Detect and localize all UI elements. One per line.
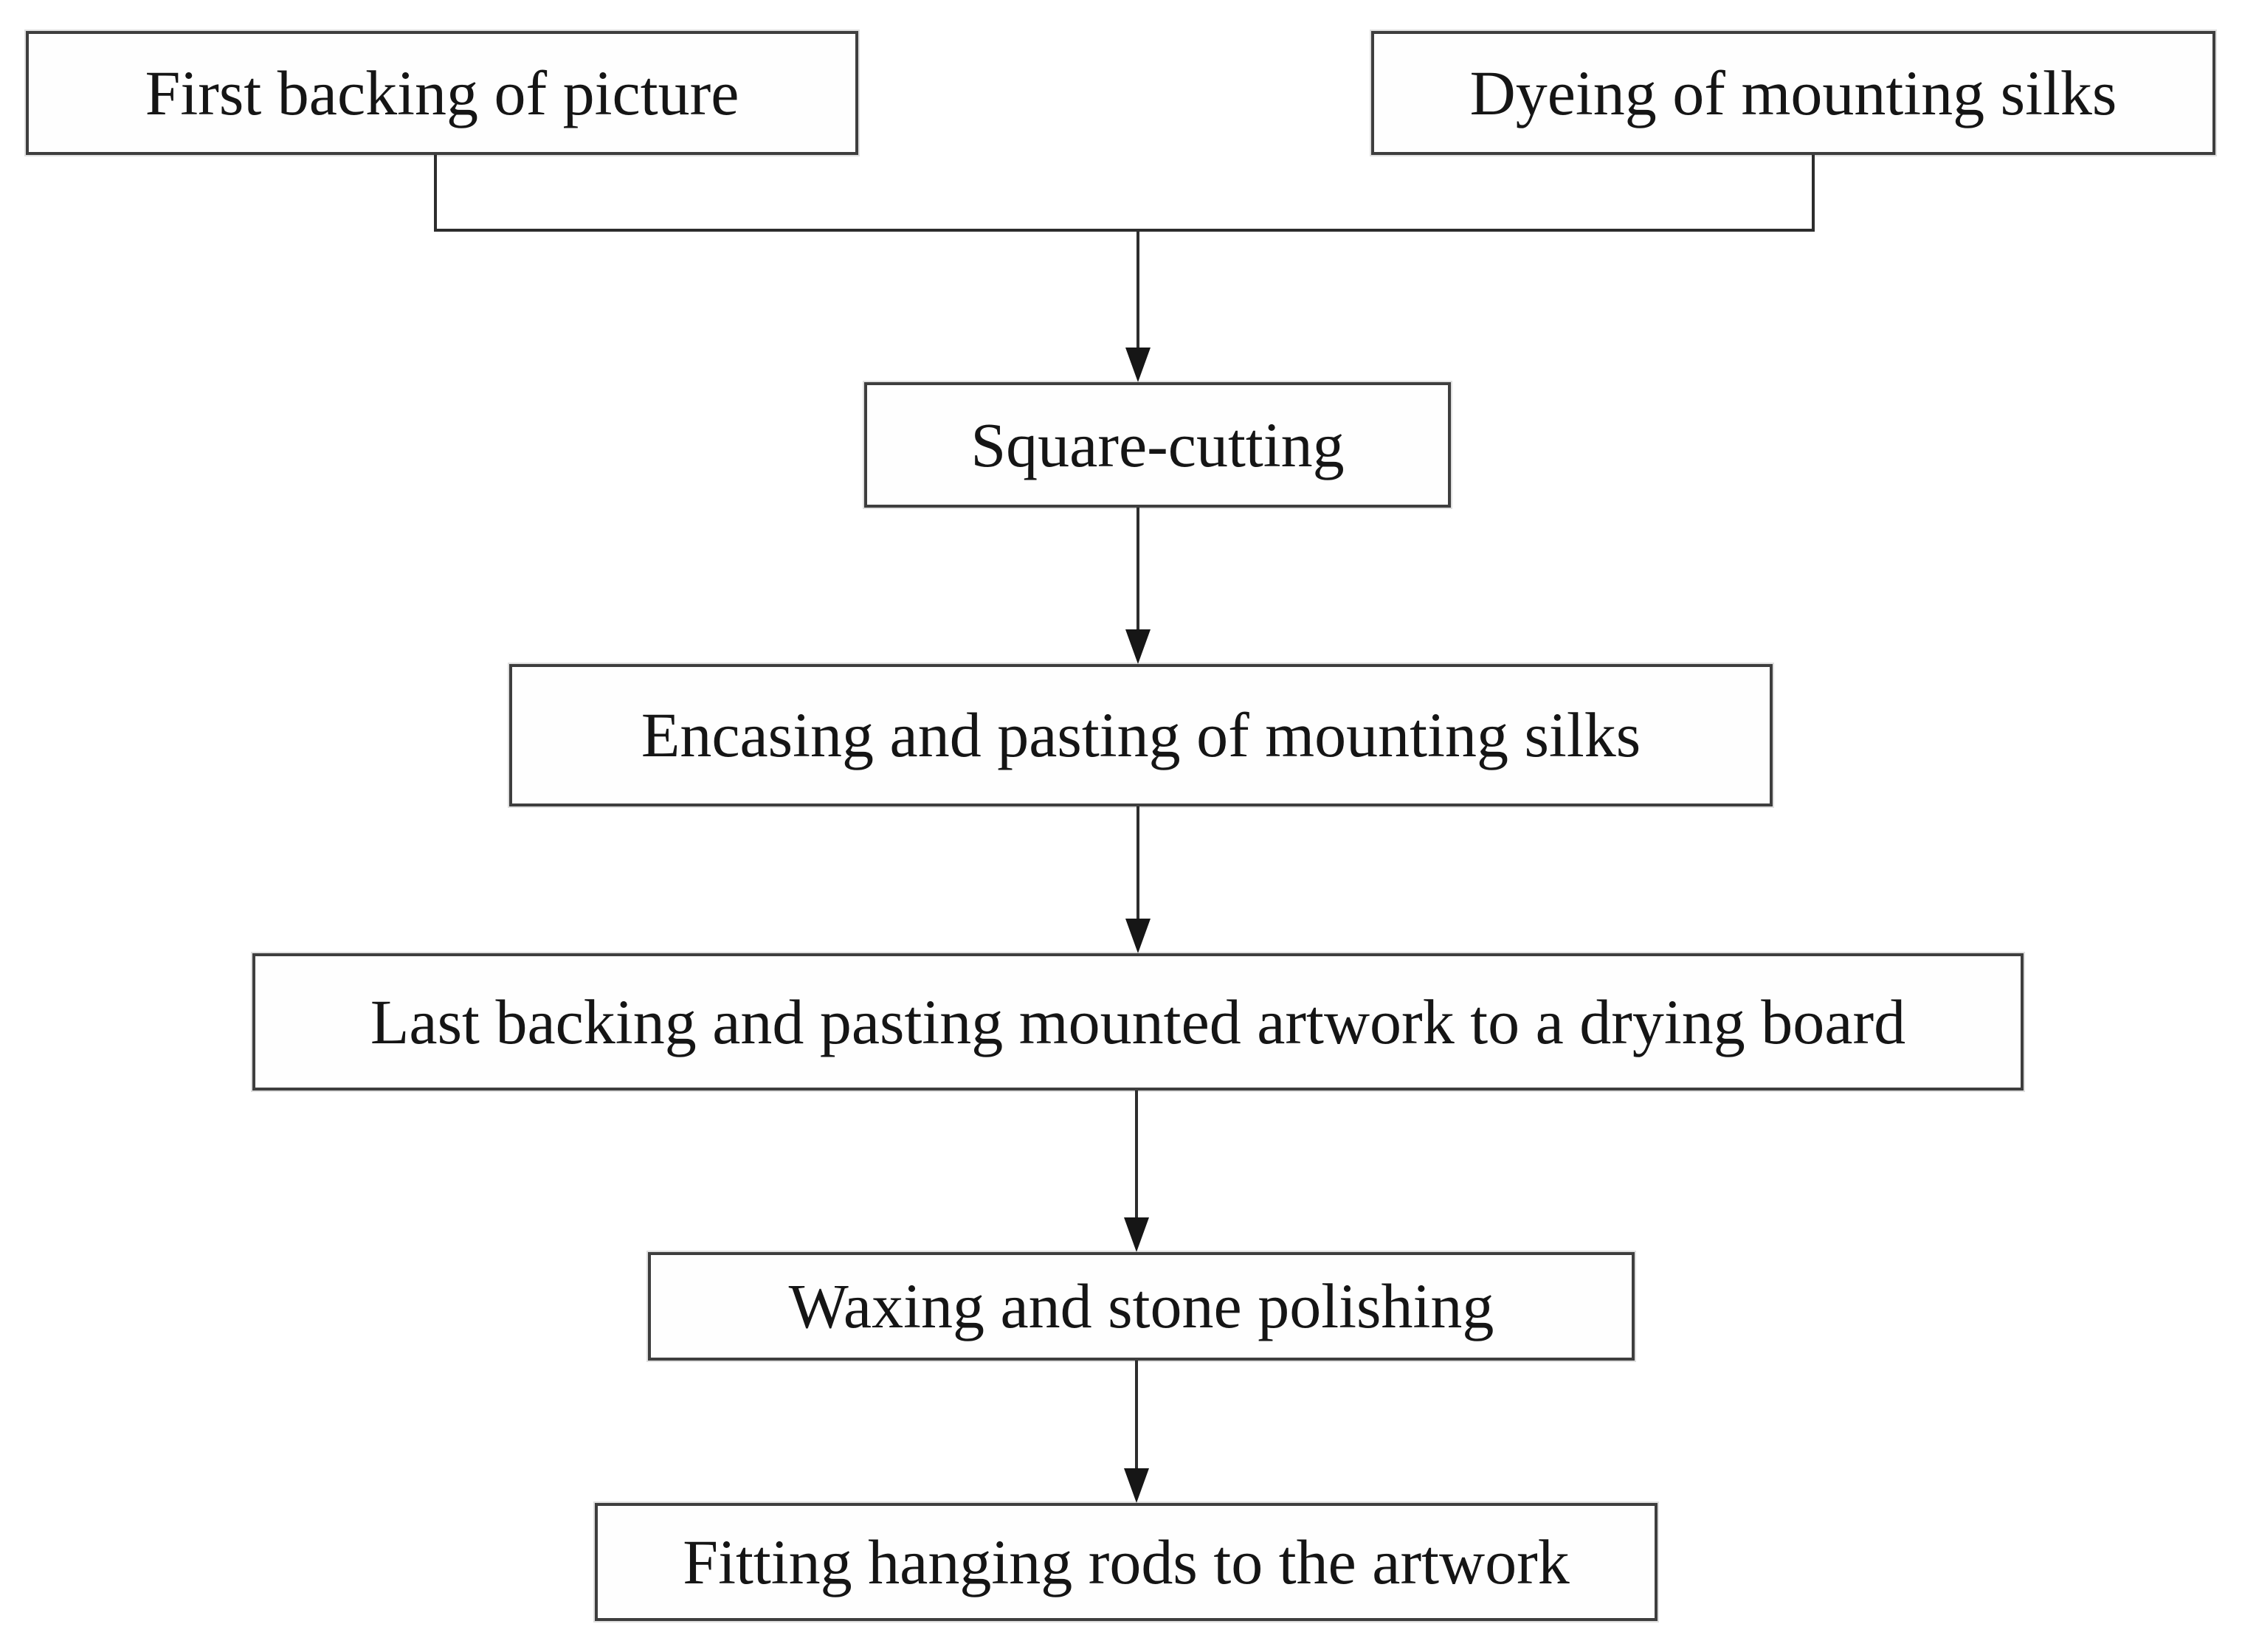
arrowhead-into-encasing (1125, 629, 1151, 664)
connector-drop-from-dyeing (1812, 155, 1815, 232)
arrowhead-into-fitting (1124, 1468, 1149, 1503)
flow-node-label: Last backing and pasting mounted artwork… (370, 986, 1906, 1057)
flow-node-label: First backing of picture (145, 57, 739, 128)
flow-node-last-backing-drying-board: Last backing and pasting mounted artwork… (252, 953, 2024, 1091)
arrowhead-into-waxing (1124, 1217, 1149, 1252)
arrowhead-into-last-backing (1125, 919, 1151, 953)
connector-drop-from-first-backing (434, 155, 437, 232)
flow-node-square-cutting: Square-cutting (864, 382, 1451, 508)
connector-waxing-to-fitting (1135, 1361, 1138, 1469)
connector-join-to-square-cutting (1136, 230, 1139, 348)
flow-node-fitting-hanging-rods: Fitting hanging rods to the artwork (595, 1503, 1658, 1621)
connector-square-cutting-to-encasing (1136, 508, 1139, 630)
flow-node-encasing-and-pasting: Encasing and pasting of mounting silks (509, 664, 1773, 806)
connector-last-backing-to-waxing (1135, 1091, 1138, 1218)
flow-node-label: Square-cutting (970, 409, 1345, 480)
connector-horizontal-join (434, 229, 1815, 232)
flow-node-label: Dyeing of mounting silks (1469, 57, 2117, 128)
flow-node-label: Encasing and pasting of mounting silks (641, 699, 1641, 771)
flow-node-first-backing-of-picture: First backing of picture (26, 31, 858, 155)
flow-node-label: Waxing and stone polishing (788, 1271, 1494, 1342)
connector-encasing-to-last-backing (1136, 806, 1139, 919)
flow-node-waxing-stone-polishing: Waxing and stone polishing (648, 1252, 1635, 1361)
flow-node-dyeing-of-mounting-silks: Dyeing of mounting silks (1371, 31, 2215, 155)
flow-node-label: Fitting hanging rods to the artwork (683, 1526, 1570, 1597)
arrowhead-into-square-cutting (1125, 348, 1151, 382)
